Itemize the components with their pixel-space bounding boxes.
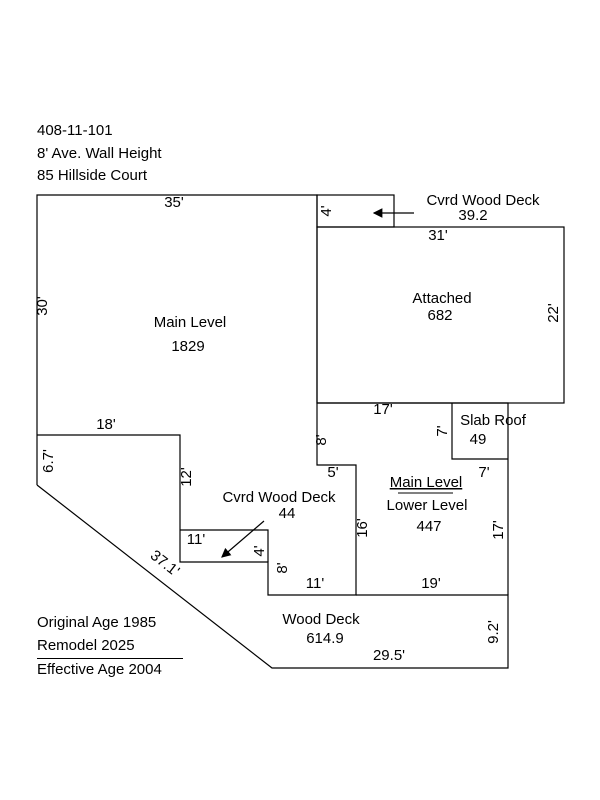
cvrd-deck-top-area: 39.2 [458, 207, 487, 224]
cvrd-deck-mid-name: Cvrd Wood Deck [222, 489, 336, 506]
dim-19: 19' [421, 575, 441, 592]
dim-35: 35' [164, 194, 184, 211]
parcel-id: 408-11-101 [37, 122, 113, 139]
dim-18: 18' [96, 416, 116, 433]
dim-12: 12' [178, 467, 195, 487]
dim-29-5: 29.5' [373, 647, 405, 664]
dim-17-top: 17' [373, 401, 393, 418]
wood-deck-name: Wood Deck [282, 611, 360, 628]
dim-31: 31' [428, 227, 448, 244]
dim-8-a: 8' [313, 434, 330, 445]
effective-age: Effective Age 2004 [37, 661, 162, 678]
dim-17-right: 17' [490, 520, 507, 540]
dim-16: 16' [354, 518, 371, 538]
footer-divider [37, 658, 183, 659]
dim-4-mid: 4' [251, 545, 268, 556]
wall-height-note: 8' Ave. Wall Height [37, 144, 162, 162]
dim-11-a: 11' [187, 531, 206, 548]
dim-7-b: 7' [478, 464, 489, 481]
lower-level-name-bottom: Lower Level [387, 497, 468, 514]
dim-7-a: 7' [434, 425, 451, 436]
property-address: 85 Hillside Court [37, 167, 148, 184]
main-level-name: Main Level [154, 314, 227, 331]
dim-30: 30' [34, 296, 51, 316]
dim-4-top: 4' [318, 205, 335, 216]
attached-name: Attached [412, 290, 471, 307]
cvrd-deck-mid-arrow [221, 520, 265, 558]
slab-roof-area: 49 [470, 431, 487, 448]
wood-deck-area: 614.9 [306, 630, 344, 647]
cvrd-deck-top-outline [316, 194, 395, 228]
dim-9-2: 9.2' [485, 620, 502, 644]
cvrd-deck-mid-area: 44 [279, 505, 296, 522]
dim-5: 5' [327, 464, 338, 481]
sketch-footer: Original Age 1985 Remodel 2025 Effective… [37, 612, 183, 682]
slab-roof-name: Slab Roof [460, 412, 527, 429]
dim-8-b: 8' [274, 562, 291, 573]
lower-level-outline [317, 402, 509, 595]
dim-11-b: 11' [306, 575, 325, 592]
lower-level-name-top: Main Level [390, 474, 463, 491]
dim-22: 22' [545, 303, 562, 323]
wood-deck-outline [36, 484, 509, 669]
slab-roof-outline [451, 403, 508, 460]
main-level-area: 1829 [171, 338, 204, 355]
lower-level-area: 447 [416, 518, 441, 535]
dim-6-7: 6.7' [40, 449, 57, 473]
cvrd-deck-top-name: Cvrd Wood Deck [426, 192, 540, 209]
remodel-year: Remodel 2025 [37, 636, 135, 654]
original-age: Original Age 1985 [37, 614, 157, 631]
cvrd-deck-mid-outline [180, 529, 269, 562]
sketch-header: 408-11-101 8' Ave. Wall Height 85 Hillsi… [37, 120, 162, 188]
attached-area: 682 [427, 307, 452, 324]
